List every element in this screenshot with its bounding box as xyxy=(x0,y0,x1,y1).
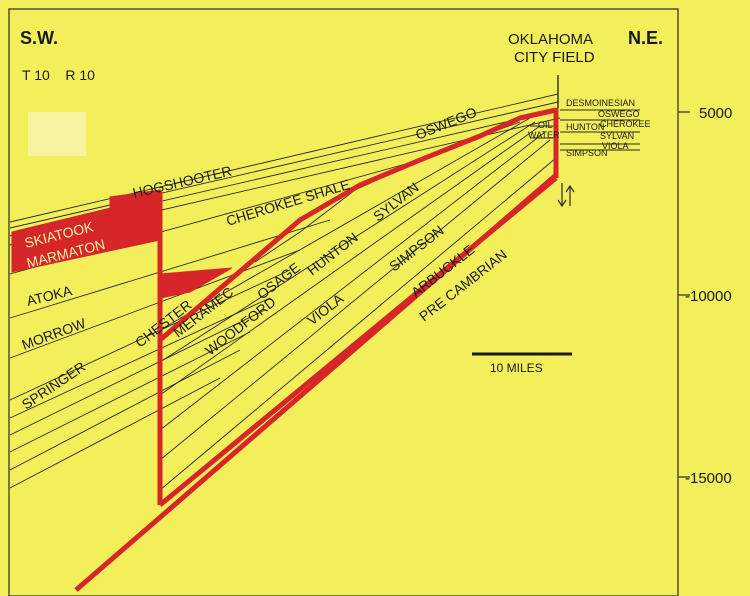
fault-arrows xyxy=(557,183,575,208)
field-name-line2: CITY FIELD xyxy=(514,49,595,66)
red-boundaries xyxy=(74,107,559,592)
label-desmoinesian: DESMOINESIAN xyxy=(566,98,635,108)
stratum-line xyxy=(9,269,291,401)
stratum-line xyxy=(9,331,251,453)
red-units xyxy=(11,189,233,299)
field-name-line1: OKLAHOMA xyxy=(508,31,593,48)
label-oil: OIL xyxy=(538,120,553,130)
stratum-line xyxy=(159,139,551,461)
scale-bar: 10 MILES xyxy=(472,352,572,375)
stratum-line xyxy=(9,101,559,229)
label-morrow: MORROW xyxy=(20,315,89,353)
label-oswego: OSWEGO xyxy=(413,104,479,143)
township-range: T 10 R 10 xyxy=(22,67,95,83)
label-osage: OSAGE xyxy=(254,259,303,302)
stratum-line xyxy=(159,121,536,363)
label-springer: SPRINGER xyxy=(19,358,89,412)
pale-patch xyxy=(28,112,86,156)
label-hogshooter: HOGSHOOTER xyxy=(131,163,233,201)
label-water: WATER xyxy=(528,130,560,140)
label-cherokee-column: CHEROKEE xyxy=(600,119,651,129)
label-viola: VIOLA xyxy=(304,290,347,328)
stratum-line xyxy=(159,131,546,431)
label-viola-column: VIOLA xyxy=(602,141,629,151)
depth-axis: 5000 -10000 -15000 xyxy=(678,105,732,487)
stratum-line xyxy=(9,349,241,471)
stratum-line xyxy=(9,219,331,319)
label-hunton: HUNTON xyxy=(304,229,361,278)
label-hunton-column: HUNTON xyxy=(566,122,604,132)
hunton-top xyxy=(158,107,557,342)
stratum-line xyxy=(159,125,541,396)
stratum-line xyxy=(159,117,531,331)
stratum-line xyxy=(159,157,557,491)
ne-title: N.E. xyxy=(628,28,663,48)
sw-title: S.W. xyxy=(20,28,58,48)
depth-tick-10000: -10000 xyxy=(685,288,732,305)
stratum-line xyxy=(9,377,221,489)
label-simpson-column: SIMPSON xyxy=(566,148,608,158)
depth-tick-5000: 5000 xyxy=(699,105,732,122)
diagram-frame xyxy=(8,8,679,596)
stratum-line xyxy=(9,93,559,223)
precambrian-base xyxy=(74,173,558,592)
stratum-line xyxy=(9,297,271,419)
field-column-labels: OIL WATER DESMOINESIAN OSWEGO HUNTON CHE… xyxy=(528,98,651,158)
depth-tick-15000: -15000 xyxy=(685,470,732,487)
scale-bar-label: 10 MILES xyxy=(490,361,543,375)
strata-lines xyxy=(9,93,561,491)
stratum-line xyxy=(9,309,266,436)
label-atoka: ATOKA xyxy=(25,282,74,309)
stratum-line xyxy=(9,249,301,359)
field-column-lines xyxy=(530,75,640,151)
label-oswego-column: OSWEGO xyxy=(598,109,640,119)
label-sylvan: SYLVAN xyxy=(370,179,422,224)
label-sylvan-column: SYLVAN xyxy=(600,131,634,141)
